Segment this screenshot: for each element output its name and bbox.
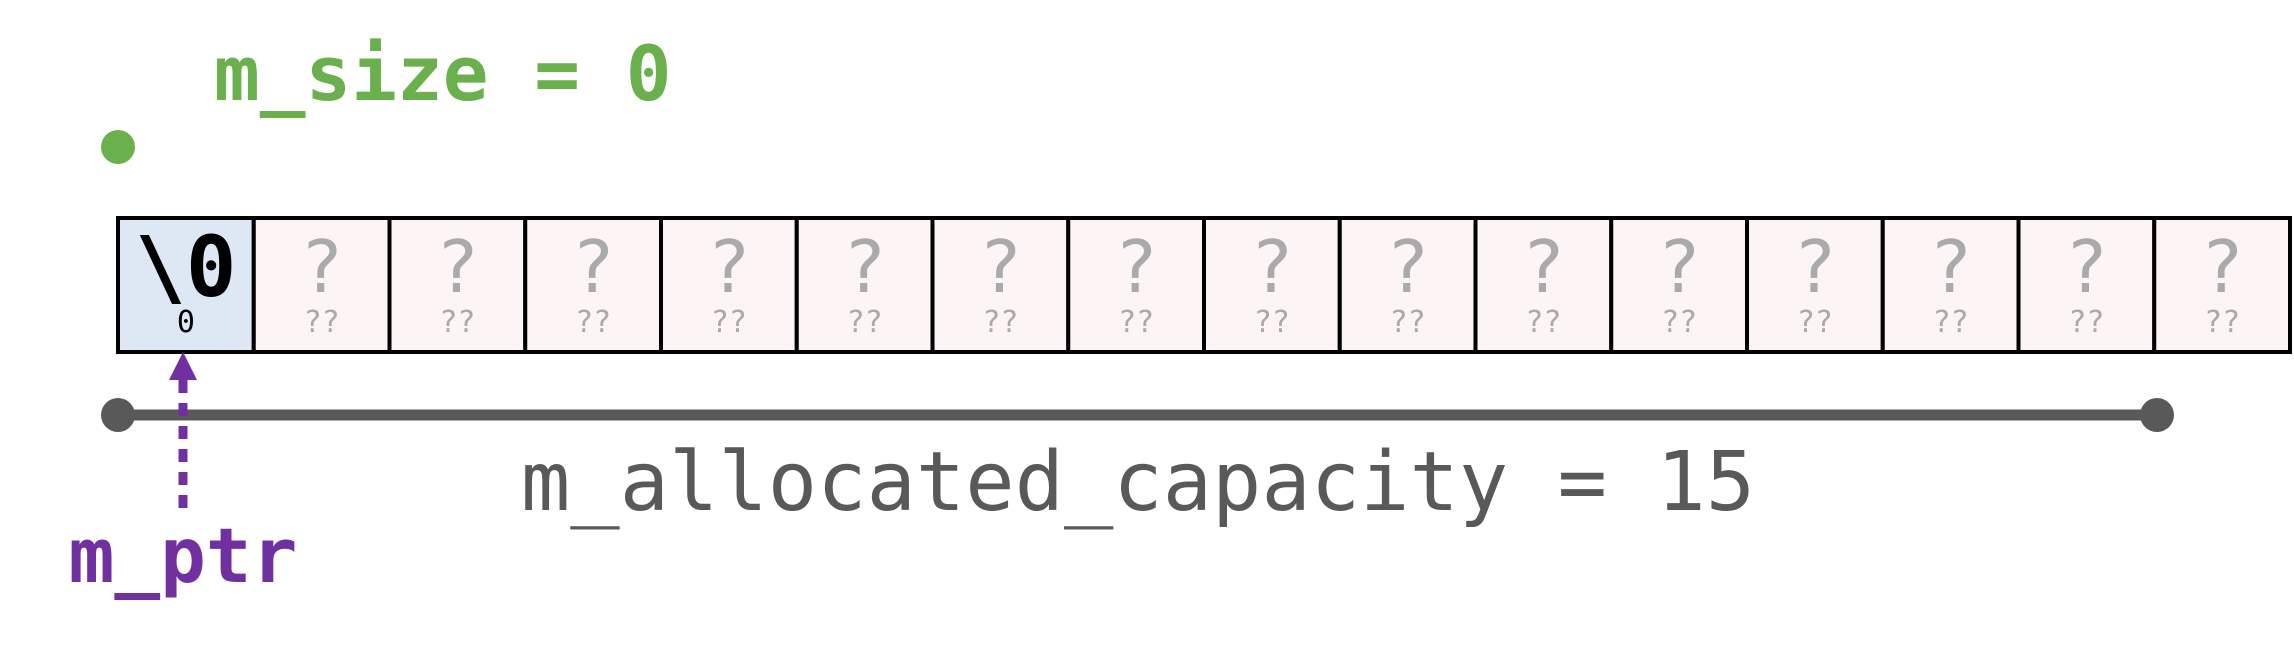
buffer-cell-code: ??	[1254, 305, 1290, 340]
buffer-cell-code: ??	[1797, 305, 1833, 340]
buffer-cell-code: ??	[1933, 305, 1969, 340]
buffer-cell-code: ??	[711, 305, 747, 340]
buffer-cell-value: ?	[1793, 225, 1836, 309]
buffer-cell-code: ??	[1390, 305, 1426, 340]
buffer-cell: ???	[2152, 216, 2292, 354]
buffer-cell-value: \0	[135, 218, 236, 316]
buffer-cell-box	[116, 216, 256, 354]
capacity-start-dot	[101, 398, 135, 432]
buffer-cell-box	[1880, 216, 2021, 354]
buffer-cell-code: ??	[2068, 305, 2104, 340]
buffer-cell-code: ??	[439, 305, 475, 340]
buffer-cell-value: ?	[571, 225, 614, 309]
buffer-cell: ???	[387, 216, 528, 354]
buffer-cell-box	[1609, 216, 1749, 354]
buffer-cell-code: ??	[575, 305, 611, 340]
buffer-cell-box	[1745, 216, 1885, 354]
buffer-cell-code: ??	[847, 305, 883, 340]
buffer-cell-value: ?	[1386, 225, 1429, 309]
buffer-cell: ???	[1066, 216, 1206, 354]
buffer-cell-box	[387, 216, 528, 354]
capacity-label: m_allocated_capacity = 15	[521, 435, 1755, 530]
buffer-cell: ???	[1337, 216, 1478, 354]
buffer-cell-code: ??	[1525, 305, 1561, 340]
capacity-end-dot	[2140, 398, 2174, 432]
buffer-cell-box	[1066, 216, 1206, 354]
buffer-cell-value: ?	[2065, 225, 2108, 309]
buffer-cell-value: ?	[2200, 225, 2243, 309]
buffer-cell-value: ?	[979, 225, 1022, 309]
buffer-cell-box	[2152, 216, 2292, 354]
buffer-cell: ???	[1745, 216, 1885, 354]
buffer-cell: ???	[523, 216, 663, 354]
buffer-cell-code: ??	[1118, 305, 1154, 340]
buffer-cell-box	[1202, 216, 1342, 354]
buffer-cell-value: ?	[1657, 225, 1700, 309]
buffer-cell-code: ??	[2204, 305, 2240, 340]
buffer-cell-value: ?	[436, 225, 479, 309]
buffer-cell: ???	[794, 216, 935, 354]
buffer-cell-value: ?	[1929, 225, 1972, 309]
buffer-cell: ???	[1609, 216, 1749, 354]
buffer-cell-box	[659, 216, 799, 354]
buffer-cell-box	[251, 216, 392, 354]
buffer-cell: ???	[251, 216, 392, 354]
buffer-cell-value: ?	[843, 225, 886, 309]
buffer-cell-code: ??	[304, 305, 340, 340]
size-marker-dot	[101, 130, 135, 164]
size-label: m_size = 0	[214, 29, 672, 118]
buffer-cell: ???	[2016, 216, 2157, 354]
buffer-cell: ???	[659, 216, 799, 354]
buffer-cell: \00	[116, 216, 256, 354]
buffer-cell-code: ??	[982, 305, 1018, 340]
buffer-cell-box	[930, 216, 1071, 354]
buffer-cell-box	[794, 216, 935, 354]
buffer-cell-code: 0	[177, 305, 195, 340]
buffer-cell-box	[1337, 216, 1478, 354]
buffer-cell-value: ?	[300, 225, 343, 309]
buffer-cell-code: ??	[1661, 305, 1697, 340]
buffer-cell: ???	[1202, 216, 1342, 354]
buffer-cell-value: ?	[1114, 225, 1157, 309]
buffer-cell: ???	[1473, 216, 1614, 354]
buffer-cell-value: ?	[1522, 225, 1565, 309]
buffer-cell-value: ?	[1250, 225, 1293, 309]
buffer-cell: ???	[930, 216, 1071, 354]
buffer-cells: \00?????????????????????????????????????…	[116, 216, 2292, 354]
buffer-cell-value: ?	[707, 225, 750, 309]
ptr-arrow-head	[169, 352, 197, 380]
buffer-cell: ???	[1880, 216, 2021, 354]
ptr-label: m_ptr	[69, 511, 298, 600]
